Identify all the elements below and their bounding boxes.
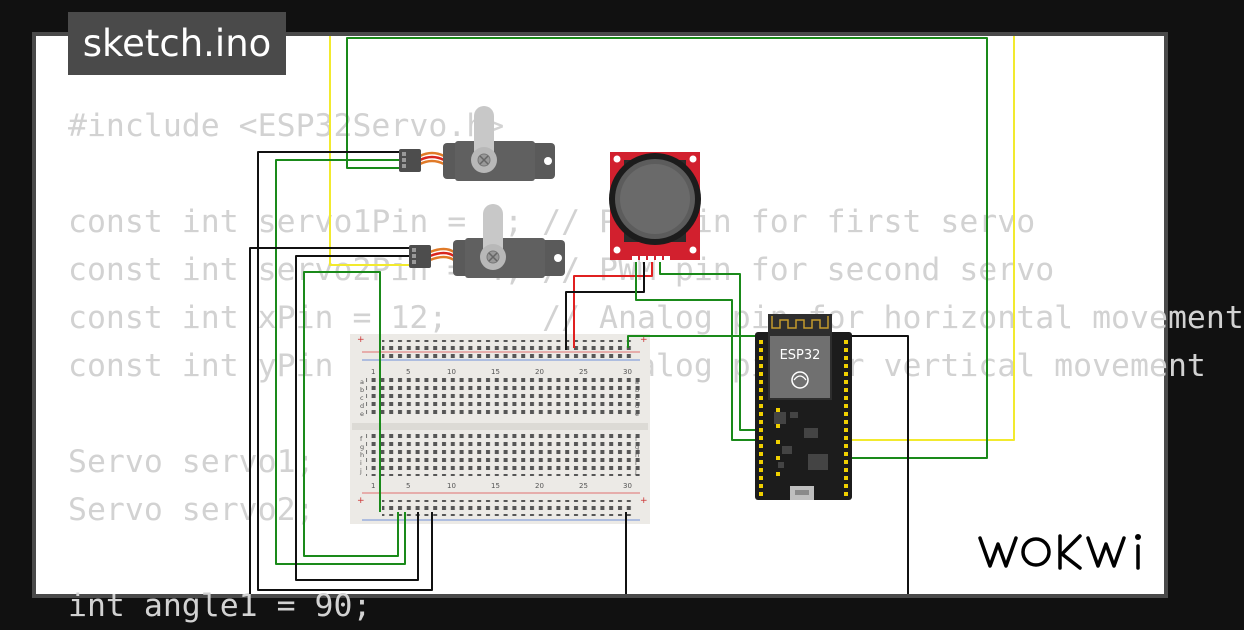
code-line: Servo servo2;	[68, 492, 315, 528]
breadboard-row-letter: g	[635, 443, 639, 451]
wire-black[interactable]	[249, 247, 410, 600]
breadboard-row-letter: e	[635, 410, 639, 418]
circuit-diagram: + + + + 1 5 10 15 20 25 30 1 5 10 15 20	[249, 36, 1015, 600]
code-line: int angle1 = 90;	[68, 588, 372, 624]
code-line: Servo servo1;	[68, 444, 315, 480]
breadboard-column-number: 20	[535, 368, 544, 376]
wire-red[interactable]	[573, 262, 653, 348]
breadboard-column-number: 20	[535, 482, 544, 490]
breadboard-row-letter: a	[635, 378, 639, 386]
breadboard-column-number: 1	[371, 482, 375, 490]
breadboard-row-letter: j	[359, 467, 362, 475]
breadboard[interactable]: + + + + 1 5 10 15 20 25 30 1 5 10 15 20	[350, 334, 650, 524]
breadboard-row-letter: c	[360, 394, 364, 402]
sketch-filename-label: sketch.ino	[68, 12, 286, 75]
wokwi-logo	[978, 534, 1141, 570]
breadboard-column-number: 10	[447, 368, 456, 376]
breadboard-column-number: 30	[623, 368, 632, 376]
wire-green[interactable]	[303, 271, 399, 557]
wire-green[interactable]	[659, 262, 758, 431]
breadboard-row-letter: a	[360, 378, 364, 386]
svg-text:+: +	[357, 496, 365, 506]
breadboard-row-letter: d	[635, 402, 639, 410]
breadboard-column-number: 5	[406, 482, 410, 490]
servo-motor-2[interactable]	[409, 204, 565, 278]
breadboard-column-number: 5	[406, 368, 410, 376]
breadboard-column-number: 25	[579, 482, 588, 490]
wire-green[interactable]	[346, 37, 988, 459]
code-line: const int xPin = 12; // Analog pin for h…	[68, 300, 1244, 336]
wire-green[interactable]	[635, 262, 758, 441]
breadboard-row-letter: h	[635, 451, 639, 459]
wire-green[interactable]	[627, 335, 758, 348]
esp32-board[interactable]: ESP32	[755, 314, 852, 500]
breadboard-row-letter: h	[360, 451, 364, 459]
wire-green[interactable]	[275, 159, 406, 565]
svg-text:+: +	[357, 335, 365, 345]
breadboard-row-letter: b	[360, 386, 364, 394]
svg-text:+: +	[640, 335, 648, 345]
breadboard-column-number: 1	[371, 368, 375, 376]
breadboard-row-letter: j	[634, 467, 637, 475]
breadboard-column-number: 30	[623, 482, 632, 490]
breadboard-row-letter: e	[360, 410, 364, 418]
breadboard-column-number: 15	[491, 368, 500, 376]
code-line: #include <ESP32Servo.h>	[68, 108, 505, 144]
breadboard-column-number: 15	[491, 482, 500, 490]
analog-joystick[interactable]	[609, 152, 701, 262]
breadboard-row-letter: f	[360, 435, 363, 443]
breadboard-row-letter: i	[635, 459, 637, 467]
breadboard-column-number: 25	[579, 368, 588, 376]
svg-text:+: +	[640, 496, 648, 506]
breadboard-row-letter: g	[360, 443, 364, 451]
breadboard-row-letter: d	[360, 402, 364, 410]
wire-black[interactable]	[848, 335, 909, 600]
wire-black[interactable]	[295, 255, 419, 581]
breadboard-row-letter: b	[635, 386, 639, 394]
wire-black[interactable]	[257, 151, 433, 591]
breadboard-row-letter: i	[360, 459, 362, 467]
breadboard-column-number: 10	[447, 482, 456, 490]
wire-black[interactable]	[565, 262, 645, 350]
esp32-label: ESP32	[780, 348, 821, 363]
wire-yellow[interactable]	[848, 36, 1015, 441]
servo-motor-1[interactable]	[399, 106, 555, 181]
breadboard-row-letter: c	[635, 394, 639, 402]
wire-yellow[interactable]	[329, 36, 410, 266]
breadboard-row-letter: f	[635, 435, 638, 443]
